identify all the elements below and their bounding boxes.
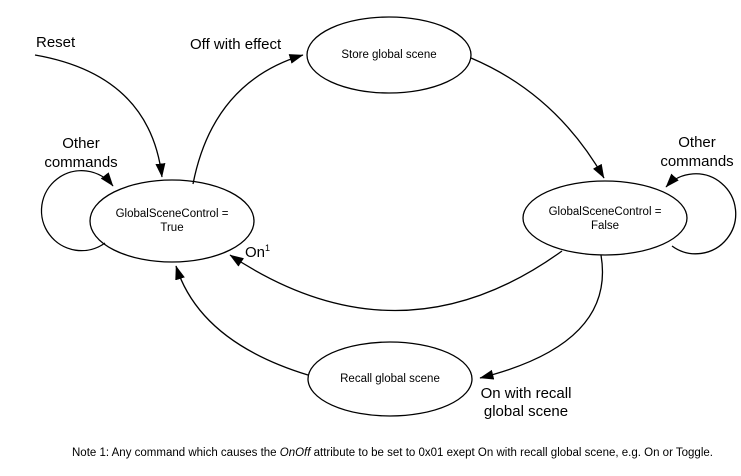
off-with-effect-label: Off with effect <box>190 36 282 53</box>
transition-arrow-reset <box>34 54 166 178</box>
note-italic-onoff: OnOff <box>279 447 311 459</box>
recall-global-scene-label: Recall global scene <box>340 373 440 385</box>
transition-arrow-on-with-recall <box>479 254 603 380</box>
note-suffix: attribute to be set to 0x01 exept On wit… <box>310 447 713 459</box>
global-scene-control-true-label: GlobalSceneControl = True <box>115 208 229 234</box>
transition-arrow-recall-to-true <box>175 265 309 376</box>
state-ellipse-global-scene-control-false <box>522 180 688 256</box>
note-text: Note 1: Any command which causes the OnO… <box>72 446 713 460</box>
on-transition-label: On1 <box>245 243 271 262</box>
other-commands-label-right: Other commands <box>660 134 734 170</box>
state-ellipse-global-scene-control-true <box>89 179 255 263</box>
self-loop-other-commands-right <box>665 173 737 255</box>
on-with-recall-label: On with recall global scene <box>480 385 572 420</box>
self-loop-other-commands-left <box>40 169 114 252</box>
state-ellipse-recall-global-scene <box>307 341 473 417</box>
reset-label: Reset <box>36 34 76 51</box>
store-global-scene-label: Store global scene <box>341 49 437 61</box>
other-commands-label-left: Other commands <box>44 135 118 171</box>
note-prefix: Note 1: Any command which causes the <box>72 447 280 459</box>
global-scene-control-false-label: GlobalSceneControl = False <box>548 205 662 232</box>
transition-arrow-store-to-false <box>470 57 605 179</box>
on-superscript: 1 <box>265 243 271 253</box>
transition-arrow-off-with-effect <box>192 54 304 185</box>
state-ellipse-store-global-scene <box>306 16 472 94</box>
transition-arrow-on-false-to-true <box>229 250 563 312</box>
